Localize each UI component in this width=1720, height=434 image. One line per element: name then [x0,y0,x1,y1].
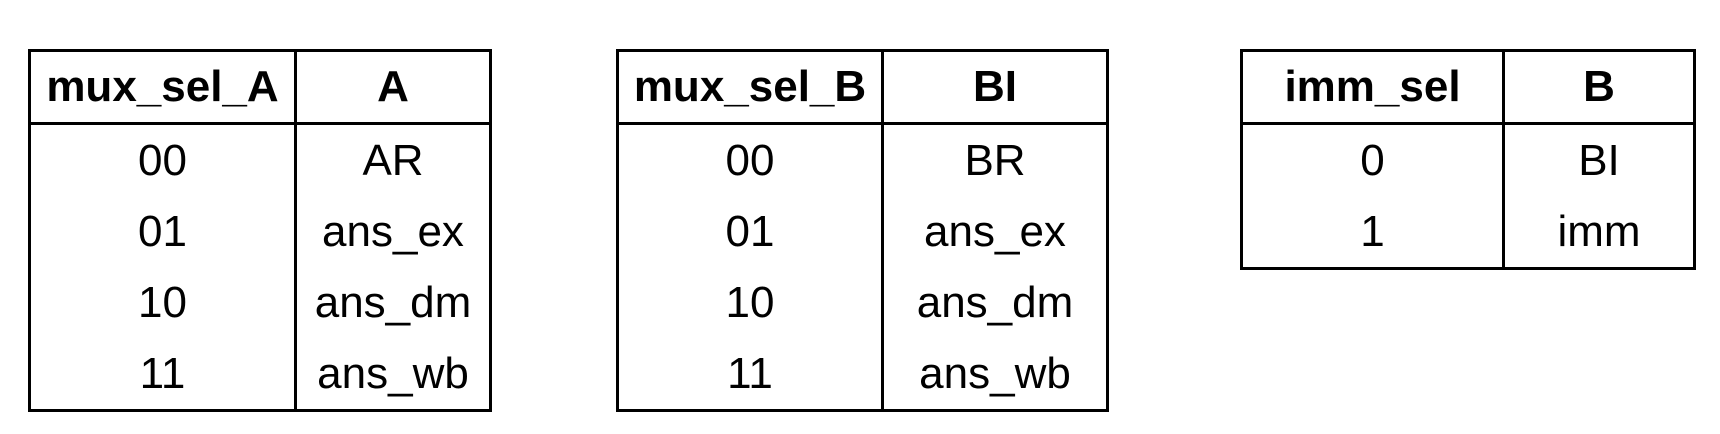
output-value-cell: ans_ex [881,196,1109,267]
select-value-cell: 10 [28,267,297,338]
table-row: 01 ans_ex [28,196,492,267]
table-row: 11 ans_wb [616,338,1109,411]
table-row: 01 ans_ex [616,196,1109,267]
output-value-cell: ans_wb [294,338,492,411]
output-value-cell: ans_wb [881,338,1109,411]
table-row: 10 ans_dm [616,267,1109,338]
table-row: 10 ans_dm [28,267,492,338]
select-value-cell: 01 [616,196,884,267]
table-header-row: mux_sel_A A [28,50,492,125]
column-header-select: imm_sel [1240,50,1505,125]
select-value-cell: 1 [1240,196,1505,269]
output-value-cell: BI [1502,123,1696,196]
output-value-cell: ans_dm [881,267,1109,338]
output-value-cell: AR [294,123,492,196]
output-value-cell: imm [1502,196,1696,269]
output-value-cell: BR [881,123,1109,196]
mux-sel-a-table: mux_sel_A A 00 AR 01 ans_ex 10 ans_dm 11… [28,49,492,412]
table-header-row: imm_sel B [1240,50,1696,125]
select-value-cell: 11 [28,338,297,411]
table-row: 00 BR [616,123,1109,196]
column-header-select: mux_sel_A [28,50,297,125]
table-row: 0 BI [1240,123,1696,196]
output-value-cell: ans_dm [294,267,492,338]
column-header-output: B [1502,50,1696,125]
column-header-output: BI [881,50,1109,125]
select-value-cell: 11 [616,338,884,411]
table-header-row: mux_sel_B BI [616,50,1109,125]
select-value-cell: 01 [28,196,297,267]
output-value-cell: ans_ex [294,196,492,267]
select-value-cell: 0 [1240,123,1505,196]
select-value-cell: 00 [28,123,297,196]
column-header-select: mux_sel_B [616,50,884,125]
column-header-output: A [294,50,492,125]
select-value-cell: 10 [616,267,884,338]
table-row: 11 ans_wb [28,338,492,411]
mux-sel-b-table: mux_sel_B BI 00 BR 01 ans_ex 10 ans_dm 1… [616,49,1109,412]
table-row: 00 AR [28,123,492,196]
select-value-cell: 00 [616,123,884,196]
table-row: 1 imm [1240,196,1696,269]
imm-sel-table: imm_sel B 0 BI 1 imm [1240,49,1696,270]
